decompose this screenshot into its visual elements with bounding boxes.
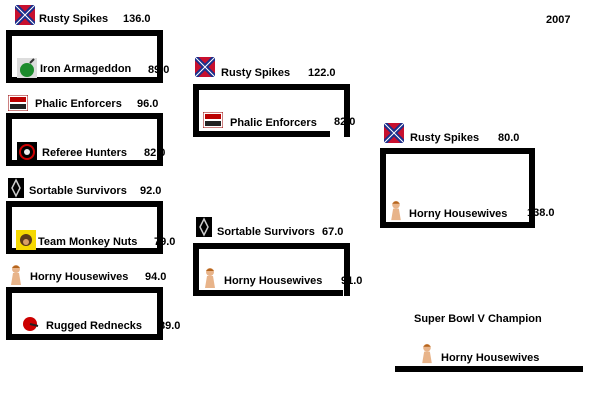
target-skull-icon <box>17 142 37 162</box>
bracket-line <box>6 77 158 83</box>
woman-photo-icon <box>419 342 435 365</box>
bracket-line <box>193 131 330 137</box>
tribal-mask-icon <box>8 178 24 198</box>
bracket-line <box>6 113 163 119</box>
badge-sticker-icon <box>8 95 28 111</box>
monkey-icon <box>16 230 36 250</box>
woman-photo-icon <box>202 266 218 290</box>
bracket-line <box>193 290 343 296</box>
bracket-line <box>157 113 163 166</box>
r1-team-3: Phalic Enforcers <box>35 98 122 110</box>
r1-score-1: 136.0 <box>123 13 151 25</box>
r2-score-1: 122.0 <box>308 67 336 79</box>
bracket-line <box>6 160 158 166</box>
r2-team-4: Horny Housewives <box>224 275 323 287</box>
r2-team-1: Rusty Spikes <box>221 67 291 79</box>
bracket-line <box>380 222 530 228</box>
bracket-line <box>529 148 535 228</box>
r1-score-3: 96.0 <box>137 98 159 110</box>
r1-team-6: Team Monkey Nuts <box>38 236 138 248</box>
woman-photo-icon <box>8 263 24 287</box>
confederate-flag-icon <box>195 57 215 77</box>
bracket-line <box>380 148 535 154</box>
r1-team-4: Referee Hunters <box>42 147 127 159</box>
r2-score-3: 67.0 <box>322 226 344 238</box>
confederate-flag-icon <box>384 123 404 143</box>
bracket-line <box>6 334 158 340</box>
helmet-icon <box>20 314 40 334</box>
r1-team-5: Sortable Survivors <box>29 185 127 197</box>
confederate-flag-icon <box>15 5 35 25</box>
r1-team-1: Rusty Spikes <box>39 13 109 25</box>
bracket-line <box>6 287 12 340</box>
final-score-2: 138.0 <box>527 207 555 219</box>
champion-title: Super Bowl V Champion <box>414 313 542 325</box>
bracket-line <box>193 243 199 296</box>
bracket-line <box>380 148 386 228</box>
r2-score-4: 91.0 <box>341 275 363 287</box>
bracket-line <box>6 113 12 166</box>
bracket-line <box>193 84 350 90</box>
r1-score-7: 94.0 <box>145 271 167 283</box>
r2-score-2: 82.0 <box>334 116 356 128</box>
champion-team: Horny Housewives <box>441 352 540 364</box>
bracket-line <box>6 30 163 36</box>
bracket-line <box>6 30 12 83</box>
bracket-line <box>157 30 163 83</box>
r2-team-2: Phalic Enforcers <box>230 117 317 129</box>
bracket-line <box>157 201 163 254</box>
year-label: 2007 <box>546 14 571 26</box>
tribal-mask-icon <box>196 217 212 237</box>
final-team-1: Rusty Spikes <box>410 132 480 144</box>
final-score-1: 80.0 <box>498 132 520 144</box>
bracket-line <box>6 287 163 293</box>
r2-team-3: Sortable Survivors <box>217 226 315 238</box>
champion-line <box>395 366 583 372</box>
bracket-line <box>344 84 350 137</box>
final-team-2: Horny Housewives <box>409 208 508 220</box>
bracket-line <box>157 287 163 340</box>
r1-team-8: Rugged Rednecks <box>46 320 142 332</box>
bracket-line <box>344 243 350 296</box>
r1-team-7: Horny Housewives <box>30 271 129 283</box>
r1-score-6: 79.0 <box>154 236 176 248</box>
r1-score-5: 92.0 <box>140 185 162 197</box>
bomb-icon <box>17 58 37 78</box>
bracket-line <box>6 201 163 207</box>
bracket-line <box>193 243 350 249</box>
bracket-line <box>193 84 199 137</box>
bracket-line <box>6 201 12 254</box>
r1-score-2: 89.0 <box>148 64 170 76</box>
badge-sticker-icon <box>203 112 223 128</box>
r1-score-4: 82.0 <box>144 147 166 159</box>
r1-score-8: 89.0 <box>159 320 181 332</box>
bracket-line <box>6 248 158 254</box>
r1-team-2: Iron Armageddon <box>40 63 132 75</box>
woman-photo-icon <box>388 199 404 222</box>
